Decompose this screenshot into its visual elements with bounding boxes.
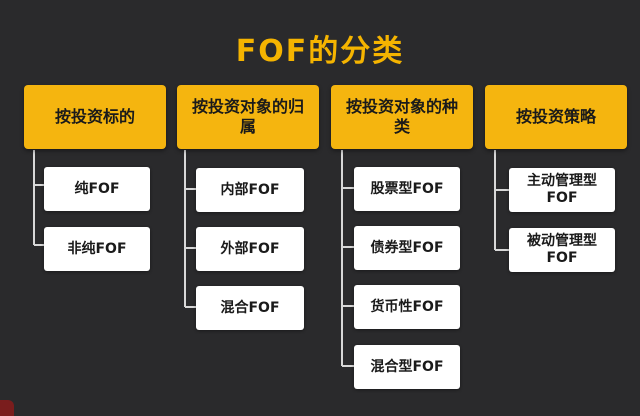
category-item-mixed-fof: 混合FOF	[196, 286, 304, 330]
category-item-non-pure-fof: 非纯FOF	[44, 227, 150, 271]
category-header-investment-strategy: 按投资策略	[485, 85, 627, 149]
category-item-passive-fof: 被动管理型FOF	[509, 228, 615, 272]
category-item-internal-fof: 内部FOF	[196, 168, 304, 212]
category-item-external-fof: 外部FOF	[196, 227, 304, 271]
category-header-object-ownership: 按投资对象的归属	[177, 85, 319, 149]
diagram-title: FOF的分类	[235, 34, 405, 69]
category-item-money-fof: 货币性FOF	[354, 285, 460, 329]
category-item-hybrid-fof: 混合型FOF	[354, 345, 460, 389]
category-item-pure-fof: 纯FOF	[44, 167, 150, 211]
category-item-stock-fof: 股票型FOF	[354, 167, 460, 211]
corner-decoration	[0, 400, 14, 416]
category-header-investment-target: 按投资标的	[24, 85, 166, 149]
category-header-object-type: 按投资对象的种类	[331, 85, 473, 149]
category-item-active-fof: 主动管理型FOF	[509, 168, 615, 212]
category-item-bond-fof: 债券型FOF	[354, 226, 460, 270]
